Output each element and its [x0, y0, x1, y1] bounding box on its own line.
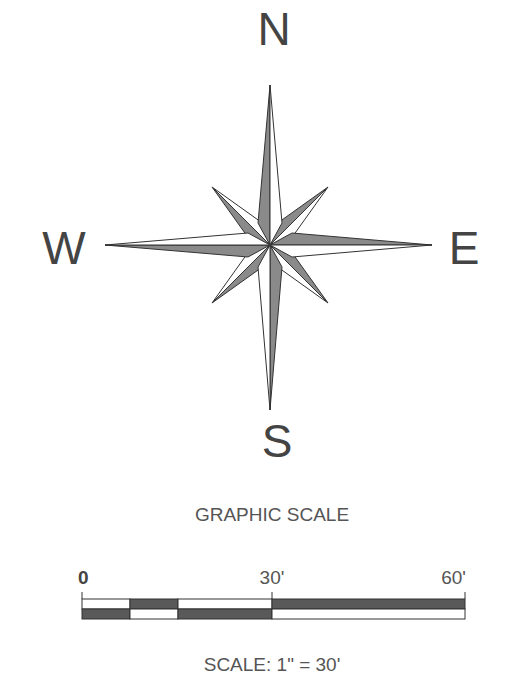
rose-point — [258, 245, 270, 410]
rose-point — [258, 85, 270, 245]
scale-bar — [82, 592, 465, 619]
scale-label: 30' — [260, 568, 285, 587]
rose-point — [270, 245, 282, 410]
rose-point — [270, 245, 432, 257]
rose-point — [270, 233, 432, 245]
scale-label: 0 — [78, 568, 89, 587]
cardinal-direction: N — [257, 6, 290, 52]
scale-label: GRAPHIC SCALE — [195, 505, 349, 524]
rose-point — [270, 85, 282, 245]
scale-label: 60' — [441, 568, 466, 587]
compass-rose — [105, 85, 432, 410]
cardinal-direction: S — [262, 418, 293, 464]
cardinal-direction: E — [449, 225, 480, 271]
scale-label: SCALE: 1" = 30' — [204, 655, 341, 674]
cardinal-direction: W — [42, 225, 85, 271]
rose-point — [105, 233, 270, 245]
rose-point — [105, 245, 270, 257]
